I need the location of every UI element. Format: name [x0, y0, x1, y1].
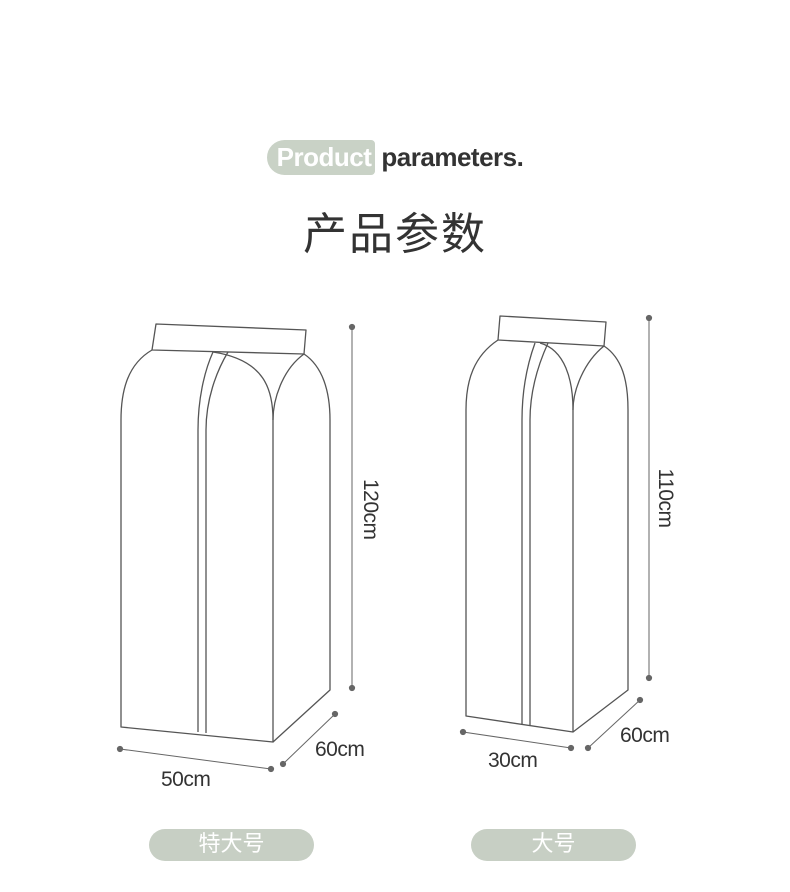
garment-cover-medium-illustration: [465, 315, 629, 733]
depth-label-medium: 60cm: [620, 724, 670, 747]
title-en-highlight: Product: [266, 140, 376, 175]
garment-cover-large-illustration: [120, 323, 331, 743]
title-en: Product parameters.: [266, 140, 524, 175]
title-en-rest: parameters.: [381, 142, 524, 172]
width-label-medium: 30cm: [488, 749, 538, 772]
page-title: 产品参数: [303, 209, 487, 260]
depth-label-large: 60cm: [315, 738, 365, 761]
header: Product parameters.: [0, 140, 790, 175]
size-badge-xl: 特大号: [149, 829, 314, 861]
width-dimension-line-medium: [462, 731, 572, 749]
width-label-large: 50cm: [161, 768, 211, 791]
depth-dimension-line-large: [282, 713, 336, 765]
height-label-large: 120cm: [359, 479, 382, 540]
size-badge-l: 大号: [471, 829, 636, 861]
depth-dimension-line-medium: [587, 699, 641, 749]
width-dimension-line-large: [119, 748, 272, 770]
height-label-medium: 110cm: [654, 468, 677, 528]
